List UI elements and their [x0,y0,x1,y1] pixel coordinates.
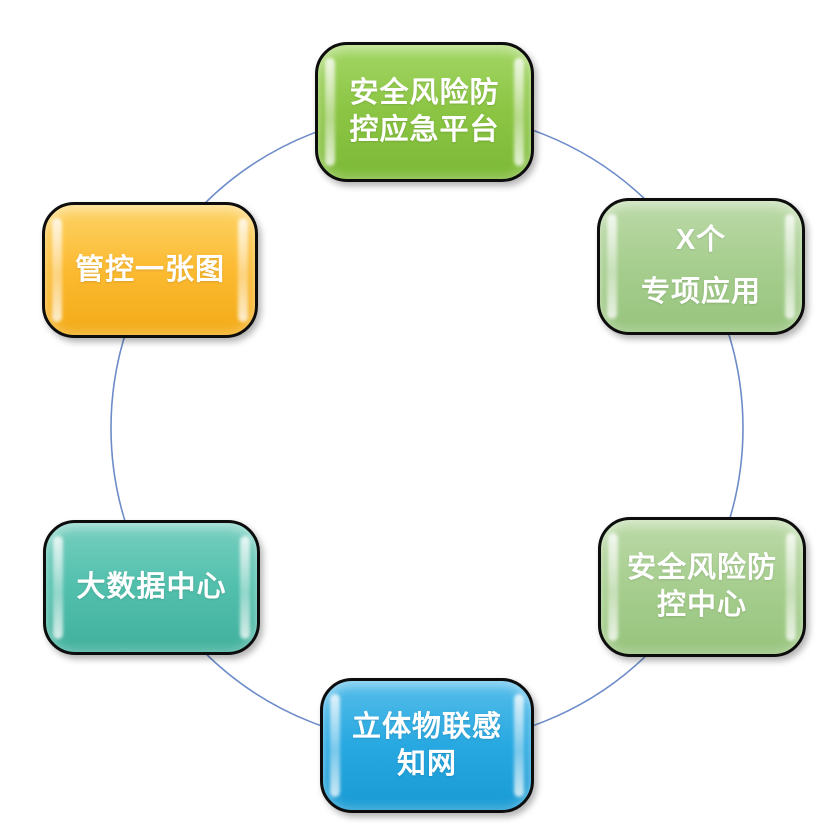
node-iot-sensing-network: 立体物联感 知网 [320,678,534,813]
node-label: 管控一张图 [74,253,225,286]
node-label: 大数据中心 [76,571,227,604]
node-control-one-map: 管控一张图 [42,202,258,338]
node-x-special-applications: X个 专项应用 [597,198,805,335]
node-label: X个 专项应用 [640,223,761,308]
node-label: 安全风险防 控中心 [626,552,777,621]
node-safety-risk-emergency-platform: 安全风险防 控应急平台 [315,42,534,182]
node-safety-risk-control-center: 安全风险防 控中心 [598,517,806,657]
node-label: 立体物联感 知网 [351,710,502,780]
node-big-data-center: 大数据中心 [43,520,260,655]
node-label: 安全风险防 控应急平台 [349,77,500,146]
